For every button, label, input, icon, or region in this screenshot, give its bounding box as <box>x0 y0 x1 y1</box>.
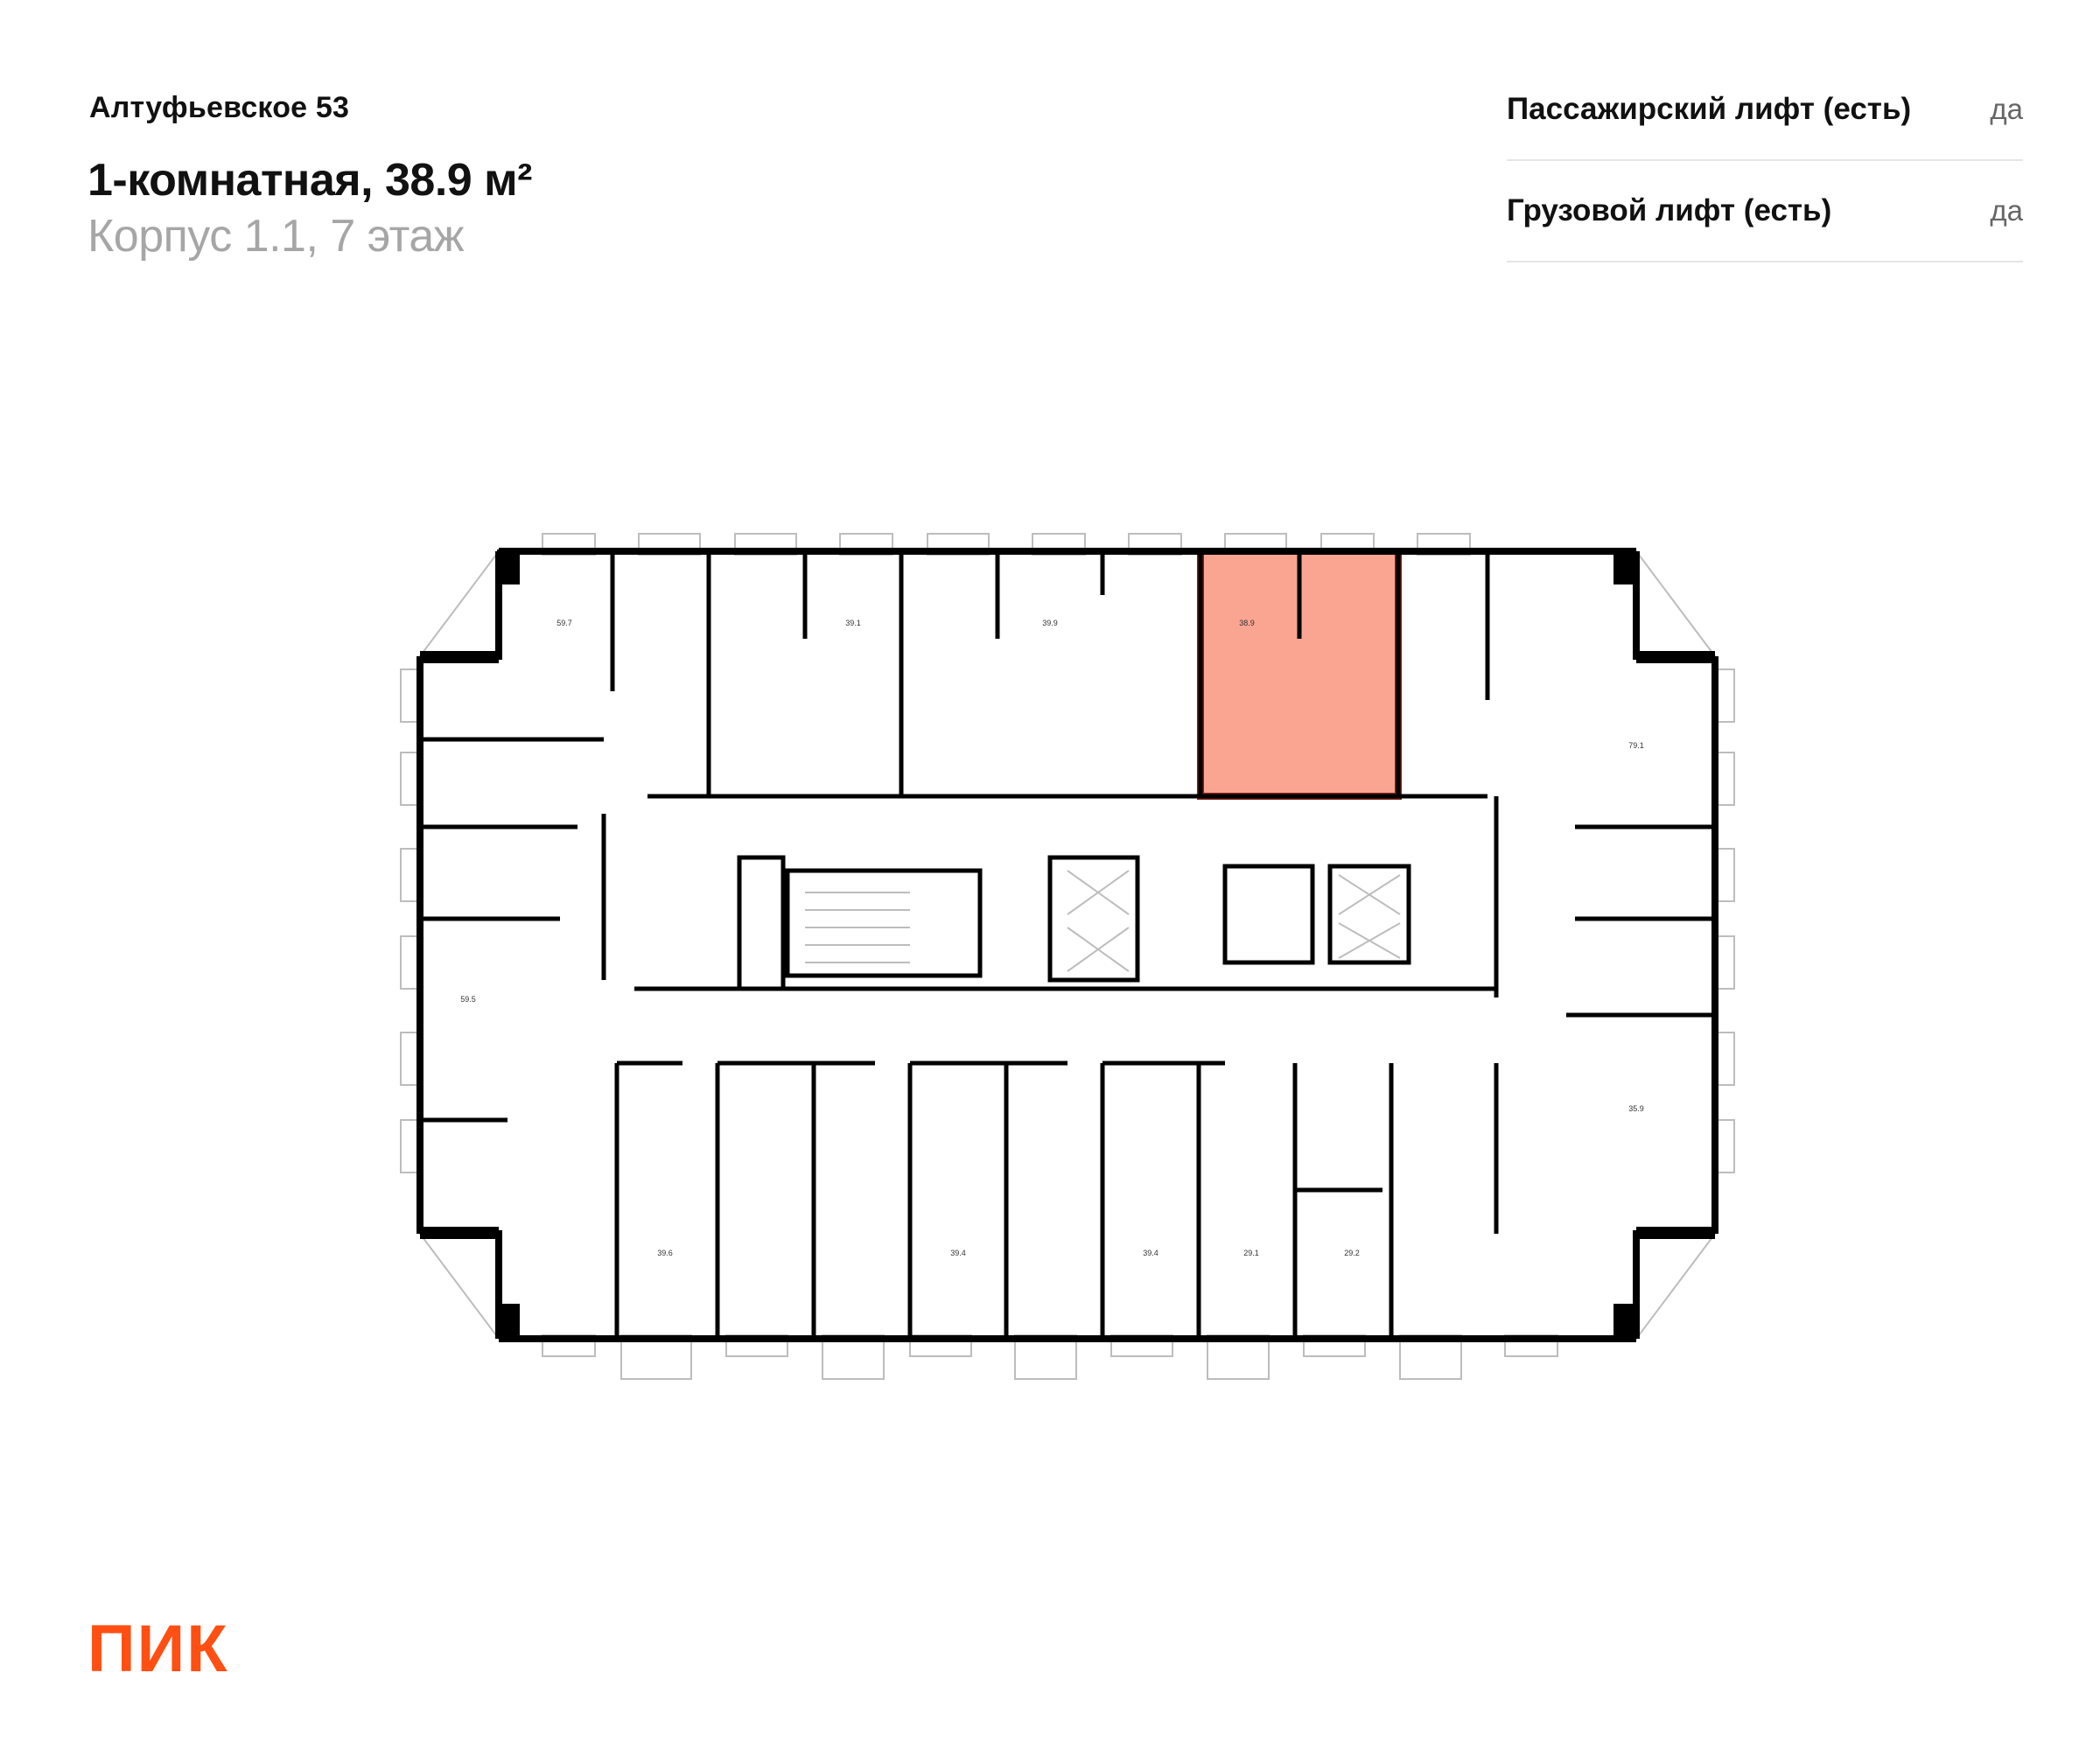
interior-walls <box>420 551 1715 1339</box>
flat-title: 1-комнатная, 38.9 м² <box>88 155 532 206</box>
feature-row-freight-lift: Грузовой лифт (есть) да <box>1507 161 2023 262</box>
unit-label: 39.4 <box>950 1249 966 1257</box>
unit-label: 79.1 <box>1628 741 1644 750</box>
project-name: Алтуфьевское 53 <box>89 91 350 124</box>
feature-label: Грузовой лифт (есть) <box>1507 193 1832 228</box>
feature-row-passenger-lift: Пассажирский лифт (есть) да <box>1507 60 2023 161</box>
unit-labels: 59.7 39.1 39.9 38.9 79.1 59.5 35.9 39.6 … <box>460 619 1644 1257</box>
floor-plan: 59.7 39.1 39.9 38.9 79.1 59.5 35.9 39.6 … <box>400 533 1735 1380</box>
feature-value: да <box>1990 194 2023 227</box>
flat-subtitle: Корпус 1.1, 7 этаж <box>88 211 465 262</box>
unit-label: 39.1 <box>845 619 861 627</box>
unit-label: 35.9 <box>1628 1104 1644 1113</box>
core <box>737 855 1411 991</box>
corner-columns <box>420 550 1715 1339</box>
unit-label: 38.9 <box>1239 619 1255 627</box>
unit-label: 39.4 <box>1143 1249 1158 1257</box>
unit-label: 39.9 <box>1042 619 1058 627</box>
pik-logo: ПИК <box>88 1619 229 1680</box>
stairs <box>805 892 910 963</box>
feature-value: да <box>1990 93 2023 125</box>
feature-label: Пассажирский лифт (есть) <box>1507 92 1912 126</box>
unit-label: 59.7 <box>556 619 572 627</box>
svg-text:ПИК: ПИК <box>88 1619 229 1680</box>
balconies <box>400 533 1735 1380</box>
elevator-shafts <box>1067 870 1401 972</box>
unit-label: 59.5 <box>460 995 476 1004</box>
unit-label: 39.6 <box>657 1249 673 1257</box>
features-list: Пассажирский лифт (есть) да Грузовой лиф… <box>1507 60 2023 262</box>
unit-label: 29.2 <box>1344 1249 1360 1257</box>
unit-label: 29.1 <box>1243 1249 1259 1257</box>
